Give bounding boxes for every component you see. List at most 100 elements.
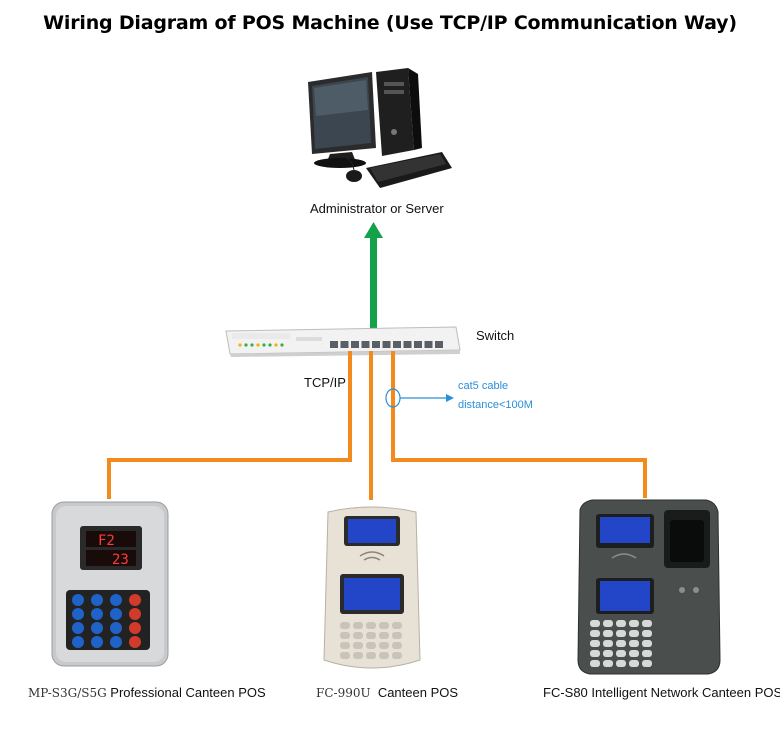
diagram-title: Wiring Diagram of POS Machine (Use TCP/I… [43, 12, 737, 34]
protocol-label: TCP/IP [304, 375, 346, 390]
switch-port [330, 341, 338, 348]
keypad-key [110, 636, 122, 648]
keypad-key [379, 642, 389, 649]
device-caption-1: MP-S3G/S5G Professional Canteen POS [28, 684, 266, 702]
network-switch-icon [225, 326, 461, 357]
keypad-key [110, 594, 122, 606]
keypad-key [629, 640, 639, 647]
keypad-key [392, 652, 402, 659]
device-model: MP-S3G/S5G [28, 686, 107, 700]
device-model: FC-990U [316, 686, 371, 700]
keypad-key [91, 636, 103, 648]
keypad-key [629, 620, 639, 627]
keypad-key [72, 594, 84, 606]
keypad-key [392, 642, 402, 649]
device-mp-s3g-icon: F2 23 [51, 501, 169, 667]
keypad-key [603, 630, 613, 637]
keypad-key [129, 594, 141, 606]
switch-port [372, 341, 380, 348]
keypad-key [590, 630, 600, 637]
keypad-key [91, 608, 103, 620]
keypad-key [616, 620, 626, 627]
keypad-key [353, 652, 363, 659]
cable-distance-label: distance<100M [458, 399, 533, 411]
keypad-key [616, 640, 626, 647]
keypad-key [353, 642, 363, 649]
keypad-key [590, 650, 600, 657]
switch-port [435, 341, 443, 348]
switch-port [424, 341, 433, 348]
keypad-key [353, 632, 363, 639]
device-caption-2: FC-990U Canteen POS [316, 684, 458, 702]
switch-led [256, 343, 260, 347]
keypad-key [642, 640, 652, 647]
keypad-key [590, 620, 600, 627]
keypad-key [340, 622, 350, 629]
keypad-key [616, 650, 626, 657]
device-name: Intelligent Network Canteen POS [587, 685, 780, 700]
keypad-key [379, 652, 389, 659]
keypad-key [629, 660, 639, 667]
keypad-key [91, 594, 103, 606]
device-name: Professional Canteen POS [106, 685, 266, 700]
keypad-key [603, 620, 613, 627]
display-top-value: F2 [98, 533, 115, 549]
switch-led [280, 343, 284, 347]
switch-led [250, 343, 254, 347]
keypad-key [110, 622, 122, 634]
switch-led [268, 343, 272, 347]
keypad-key [392, 632, 402, 639]
server-computer-icon [308, 68, 452, 188]
switch-port [414, 341, 422, 348]
switch-led [274, 343, 278, 347]
keypad-key [603, 660, 613, 667]
keypad-key [340, 642, 350, 649]
keypad-key [629, 650, 639, 657]
keypad-key [603, 650, 613, 657]
device-caption-3: FC-S80 Intelligent Network Canteen POS [543, 684, 780, 702]
switch-label: Switch [476, 328, 515, 343]
cable-runs [107, 351, 647, 500]
device-model: FC-S80 [543, 685, 588, 700]
cable-annotation-marker [385, 388, 454, 408]
keypad-key [616, 660, 626, 667]
keypad-key [366, 652, 376, 659]
keypad-key [379, 622, 389, 629]
keypad-key [642, 630, 652, 637]
switch-port [393, 341, 401, 348]
keypad-key [590, 640, 600, 647]
keypad-key [642, 660, 652, 667]
keypad-key [379, 632, 389, 639]
keypad-key [603, 640, 613, 647]
server-label: Administrator or Server [310, 201, 444, 216]
switch-port [340, 341, 349, 348]
uplink-arrow [364, 222, 383, 328]
keypad-key [366, 642, 376, 649]
keypad-key [642, 650, 652, 657]
keypad-key [340, 632, 350, 639]
keypad-key [629, 630, 639, 637]
keypad-key [129, 608, 141, 620]
switch-port [382, 341, 391, 348]
keypad-key [129, 636, 141, 648]
keypad-key [616, 630, 626, 637]
keypad-key [72, 622, 84, 634]
device-fc-s80-icon [577, 499, 721, 675]
keypad-key [366, 632, 376, 639]
switch-led [238, 343, 242, 347]
keypad-key [353, 622, 363, 629]
keypad-key [110, 608, 122, 620]
switch-port [403, 341, 412, 348]
display-bottom-value: 23 [112, 552, 129, 568]
keypad-key [72, 608, 84, 620]
switch-led [262, 343, 266, 347]
switch-port [361, 341, 370, 348]
device-name: Canteen POS [370, 685, 459, 700]
cable-type-label: cat5 cable [458, 380, 509, 392]
keypad-key [91, 622, 103, 634]
keypad-key [642, 620, 652, 627]
keypad-key [129, 622, 141, 634]
switch-port [351, 341, 359, 348]
keypad-key [72, 636, 84, 648]
